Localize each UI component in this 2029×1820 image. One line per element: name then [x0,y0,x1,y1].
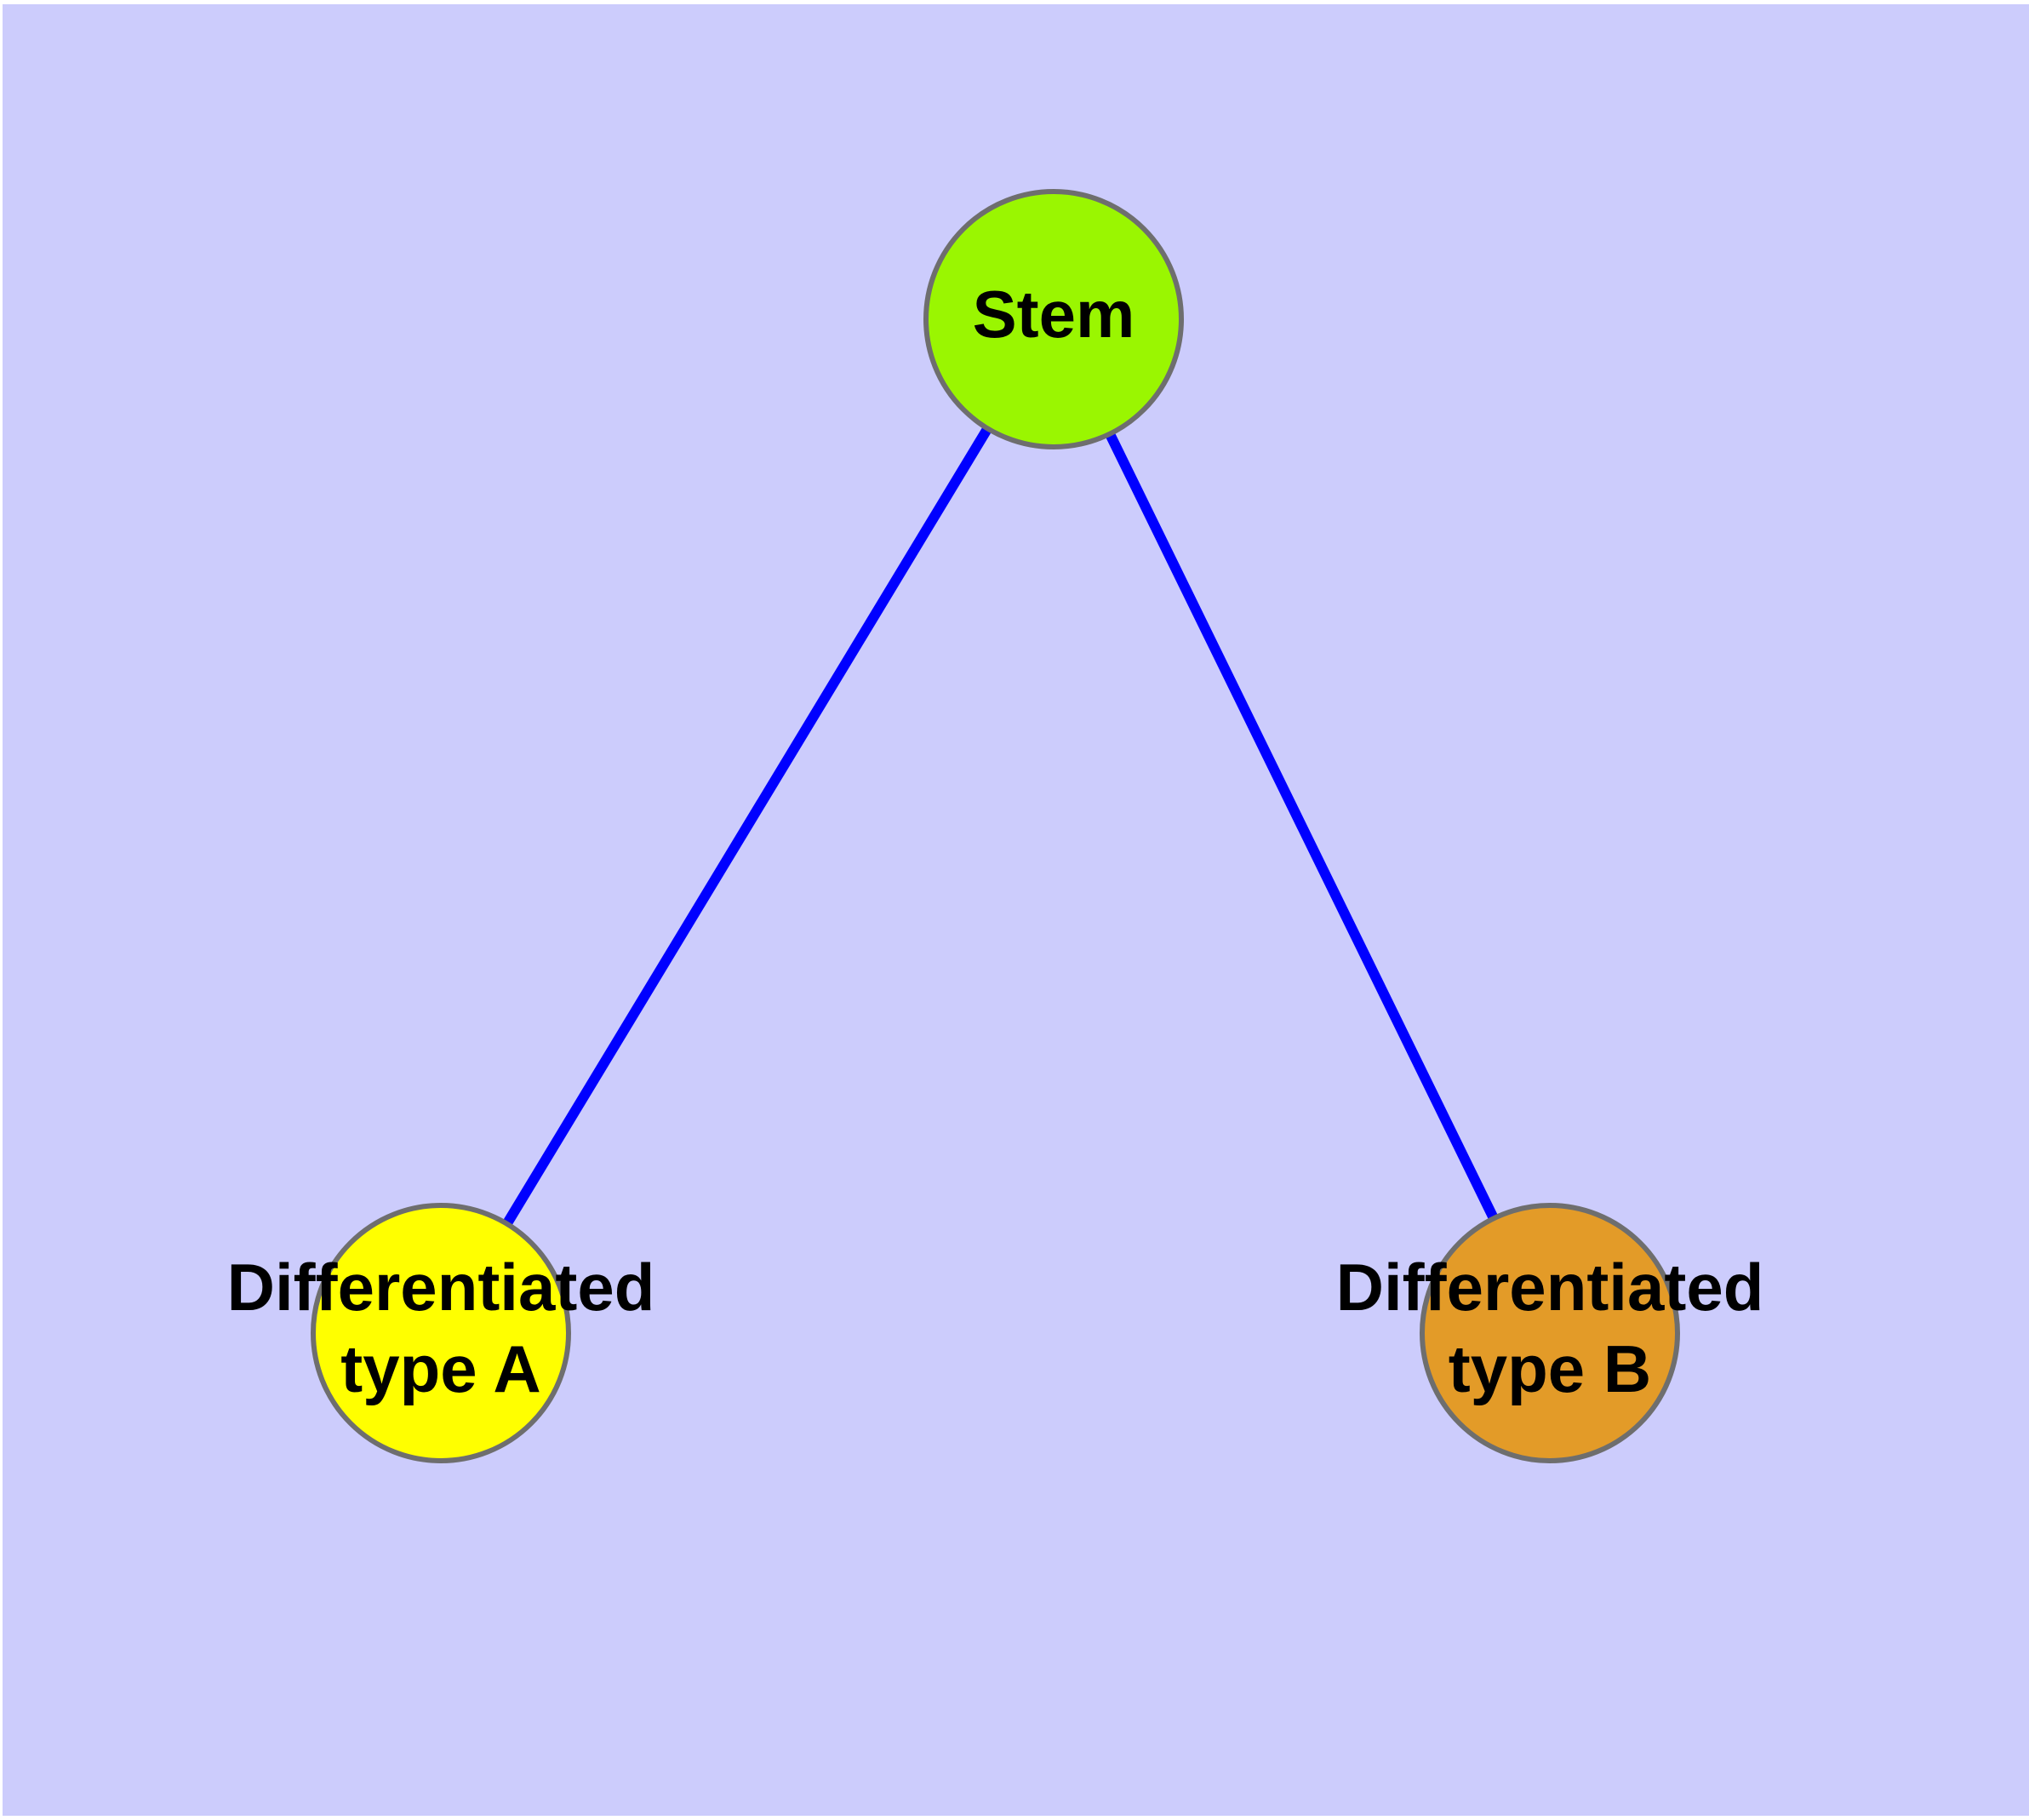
graph-node-label-line: Differentiated [227,1250,655,1325]
graph-node-label-line: type B [1449,1331,1651,1406]
edges-layer [436,316,1555,1336]
graph-node-label-line: type A [340,1331,541,1406]
graph-edge-stem-to-diff-b[interactable] [1049,317,1555,1336]
graph-node-diff-b[interactable] [1420,1203,1680,1463]
graph-node-diff-a[interactable] [311,1203,571,1463]
graph-node-label-line: Stem [973,277,1135,352]
graph-node-label-stem: Stem [973,277,1135,352]
graph-node-label-line: Differentiated [1336,1250,1764,1325]
graph-edge-stem-to-diff-a[interactable] [436,316,1059,1336]
nodes-layer [311,189,1680,1463]
graph-node-stem[interactable] [923,189,1184,449]
